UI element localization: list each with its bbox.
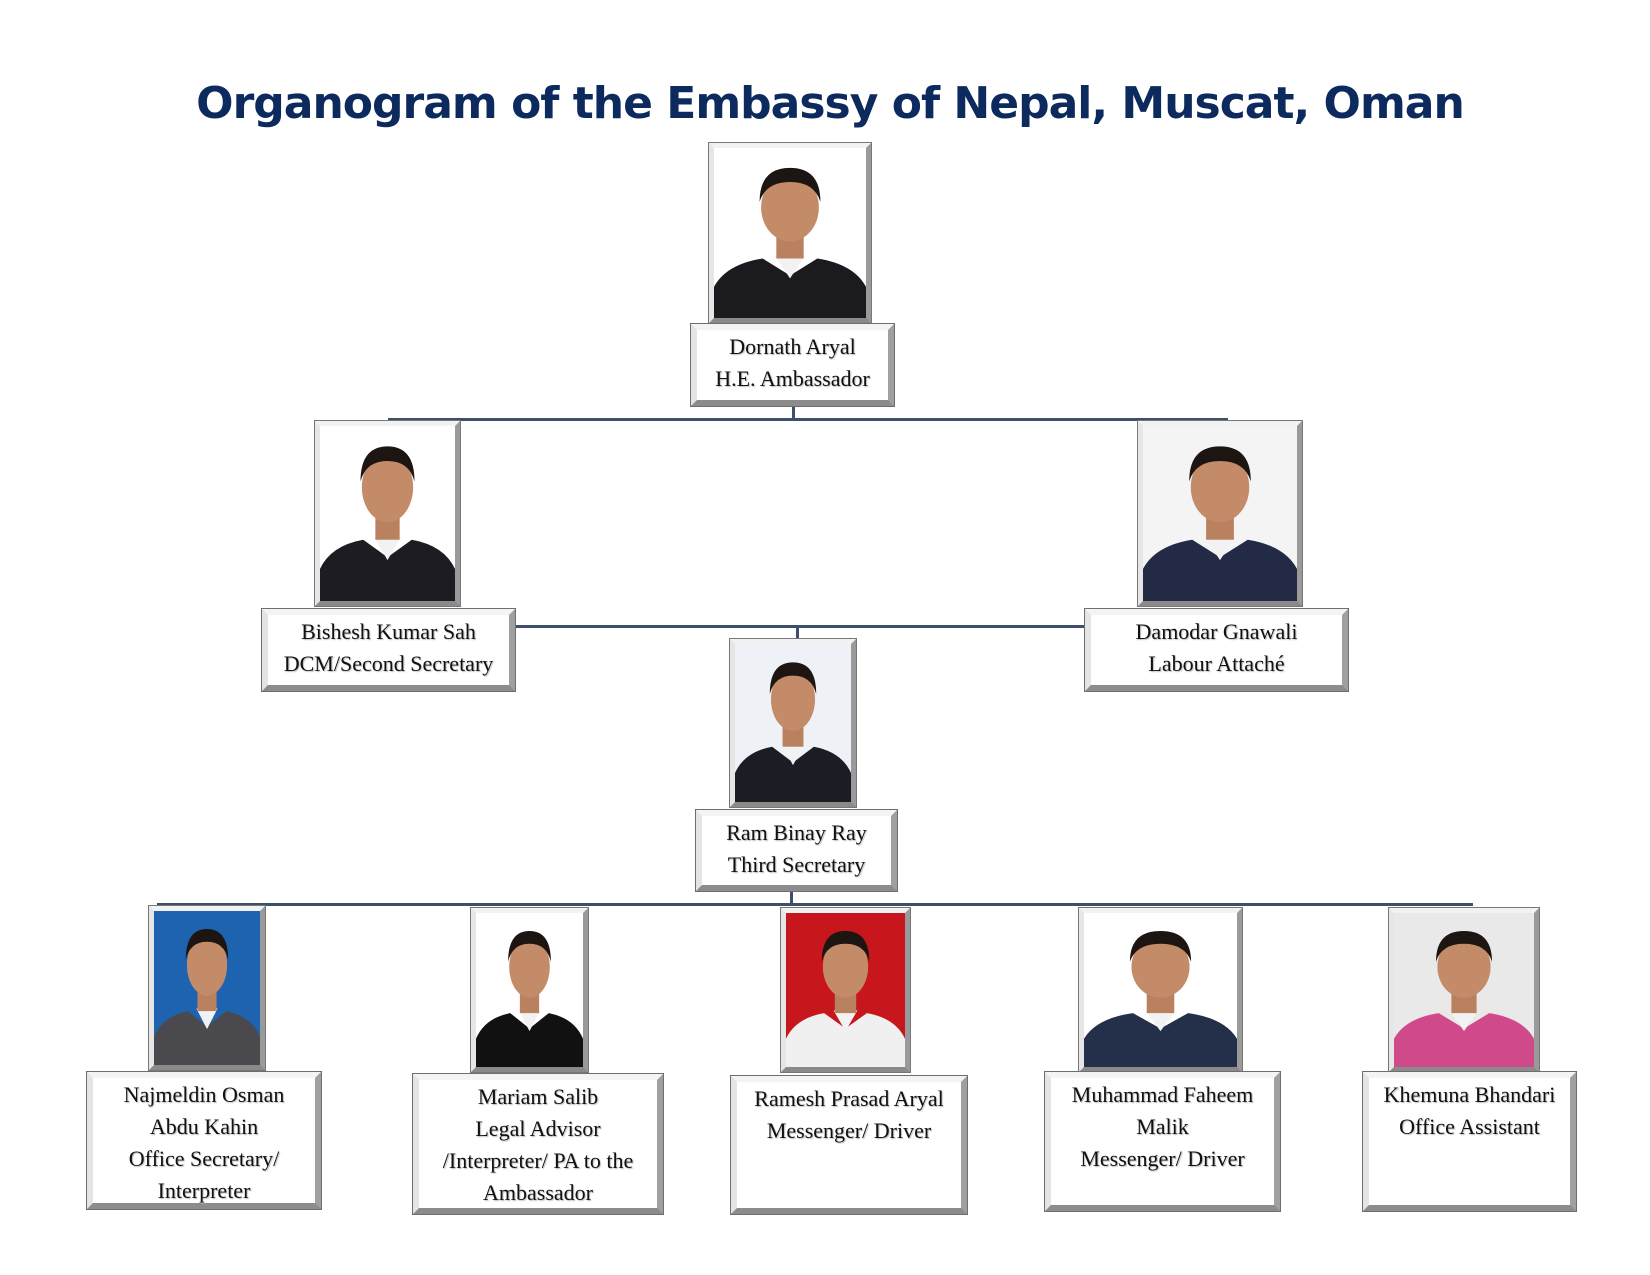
person-silhouette-icon xyxy=(320,446,455,601)
portrait-photo xyxy=(1137,420,1303,607)
person-role-line: DCM/Second Secretary xyxy=(283,651,494,676)
person-role-line: Office Secretary/ xyxy=(128,1146,280,1171)
person-name: Bishesh Kumar Sah xyxy=(301,619,476,644)
connector-level2 xyxy=(515,625,1085,628)
portrait-photo xyxy=(1388,907,1540,1073)
portrait-photo xyxy=(314,420,461,607)
person-role-line: Messenger/ Driver xyxy=(1080,1146,1245,1171)
person-silhouette-icon xyxy=(1143,446,1297,601)
person-role-line: Interpreter xyxy=(157,1178,251,1203)
portrait-photo xyxy=(780,907,911,1073)
person-name: Ram Binay Ray xyxy=(726,820,867,845)
portrait-photo xyxy=(708,142,872,324)
portrait-photo xyxy=(1078,907,1243,1073)
connector-third-secretary-up xyxy=(796,626,799,640)
person-silhouette-icon xyxy=(154,928,260,1065)
connector-third-secretary-down xyxy=(790,891,793,905)
person-role-line: /Interpreter/ PA to the xyxy=(442,1148,634,1173)
portrait-photo xyxy=(729,638,857,808)
person-role-line: H.E. Ambassador xyxy=(715,366,870,391)
connector-level1 xyxy=(388,418,1228,421)
person-name: Muhammad Faheem xyxy=(1071,1082,1254,1107)
person-name: Mariam Salib xyxy=(477,1084,599,1109)
person-silhouette-icon xyxy=(786,930,905,1067)
person-silhouette-icon xyxy=(735,662,851,802)
person-silhouette-icon xyxy=(1084,930,1237,1067)
person-name: Damodar Gnawali xyxy=(1135,619,1298,644)
connector-level3 xyxy=(157,903,1473,906)
person-name: Ramesh Prasad Aryal xyxy=(754,1086,944,1111)
portrait-photo xyxy=(148,905,266,1071)
person-silhouette-icon xyxy=(714,167,866,318)
page-title: Organogram of the Embassy of Nepal, Musc… xyxy=(196,78,1465,129)
person-role-line: Third Secretary xyxy=(727,852,866,877)
person-silhouette-icon xyxy=(476,930,583,1067)
person-role-line: Abdu Kahin xyxy=(149,1114,259,1139)
person-role-line: Legal Advisor xyxy=(475,1116,601,1141)
connector-ambassador-down xyxy=(792,406,795,420)
portrait-photo xyxy=(470,907,589,1073)
person-name: Khemuna Bhandari xyxy=(1383,1082,1556,1107)
person-role-line: Ambassador xyxy=(483,1180,593,1205)
person-role-line: Labour Attaché xyxy=(1148,651,1285,676)
person-role-line: Messenger/ Driver xyxy=(766,1118,932,1143)
person-name: Najmeldin Osman xyxy=(123,1082,285,1107)
person-name: Dornath Aryal xyxy=(729,334,856,359)
person-silhouette-icon xyxy=(1394,930,1534,1067)
person-role-line: Office Assistant xyxy=(1399,1114,1540,1139)
person-role-line: Malik xyxy=(1136,1114,1189,1139)
